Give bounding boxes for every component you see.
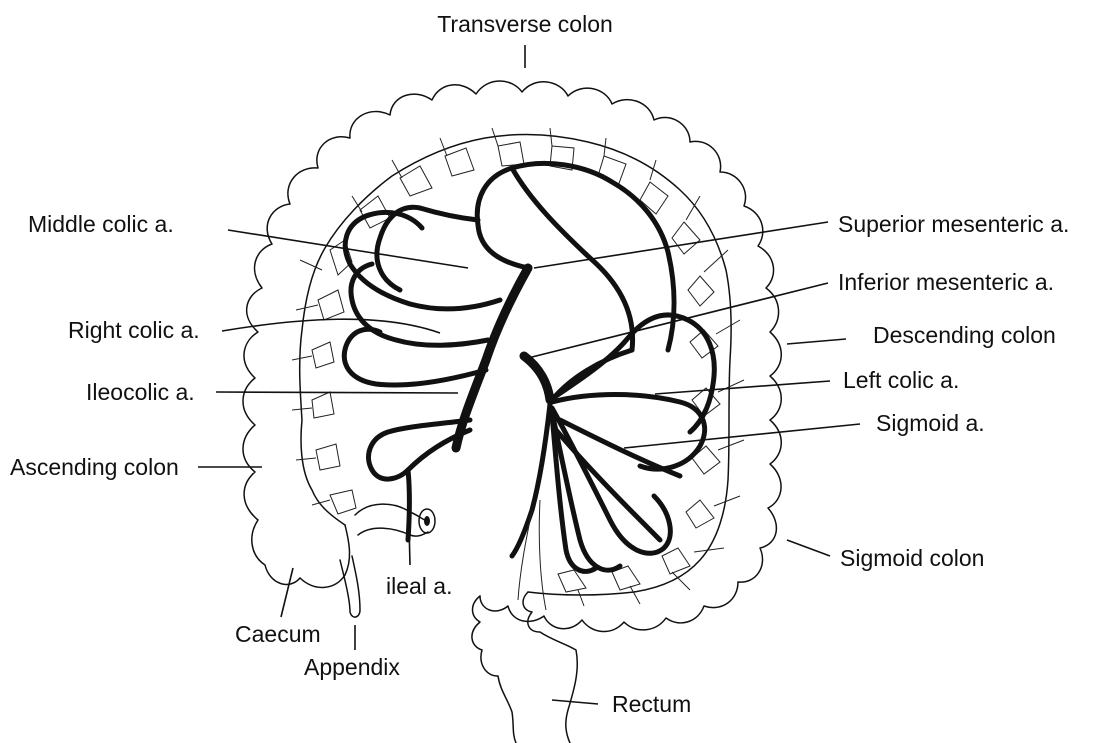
inferior-mesenteric-trunk xyxy=(524,356,550,400)
label-ileocolic-artery: Ileocolic a. xyxy=(86,379,195,405)
label-sigmoid-artery: Sigmoid a. xyxy=(876,410,985,436)
label-transverse-colon: Transverse colon xyxy=(437,11,613,37)
label-descending-colon: Descending colon xyxy=(873,322,1056,348)
label-right-colic-artery: Right colic a. xyxy=(68,317,200,343)
label-left-colic-artery: Left colic a. xyxy=(843,367,959,393)
terminal-ileum-lower xyxy=(358,528,428,536)
caecum-wall xyxy=(300,525,350,587)
label-appendix: Appendix xyxy=(304,654,400,680)
colon-inner-wall xyxy=(300,135,732,595)
leader-ileocolic xyxy=(216,392,458,393)
leader-sigmoid-a xyxy=(624,424,860,448)
label-ileal-artery: ileal a. xyxy=(386,573,452,599)
appendix xyxy=(340,556,360,617)
label-ascending-colon: Ascending colon xyxy=(10,454,179,480)
label-superior-mesenteric-artery: Superior mesenteric a. xyxy=(838,211,1069,237)
arterial-tree xyxy=(344,163,714,610)
leader-sigmoid-colon xyxy=(787,540,830,556)
label-inferior-mesenteric-artery: Inferior mesenteric a. xyxy=(838,269,1054,295)
leader-rectum xyxy=(552,700,598,704)
ileum-lumen-dot xyxy=(424,516,430,526)
labels: Transverse colon Middle colic a. Superio… xyxy=(10,11,1069,717)
label-caecum: Caecum xyxy=(235,621,321,647)
leader-lines xyxy=(198,45,860,704)
leader-caecum xyxy=(281,568,293,617)
superior-rectal-artery xyxy=(512,404,550,556)
leader-left-colic xyxy=(655,381,830,394)
label-rectum: Rectum xyxy=(612,691,691,717)
label-sigmoid-colon: Sigmoid colon xyxy=(840,545,984,571)
leader-inferior-mesenteric xyxy=(528,283,828,358)
label-middle-colic-artery: Middle colic a. xyxy=(28,211,174,237)
leader-right-colic xyxy=(222,319,440,333)
leader-descending-colon xyxy=(787,339,846,344)
terminal-ileum xyxy=(355,504,428,520)
sigmoid-artery xyxy=(552,395,705,470)
rectum-wall xyxy=(523,592,577,743)
sigmoid-colon-wall xyxy=(472,596,516,743)
ileocolic-artery xyxy=(344,329,486,385)
